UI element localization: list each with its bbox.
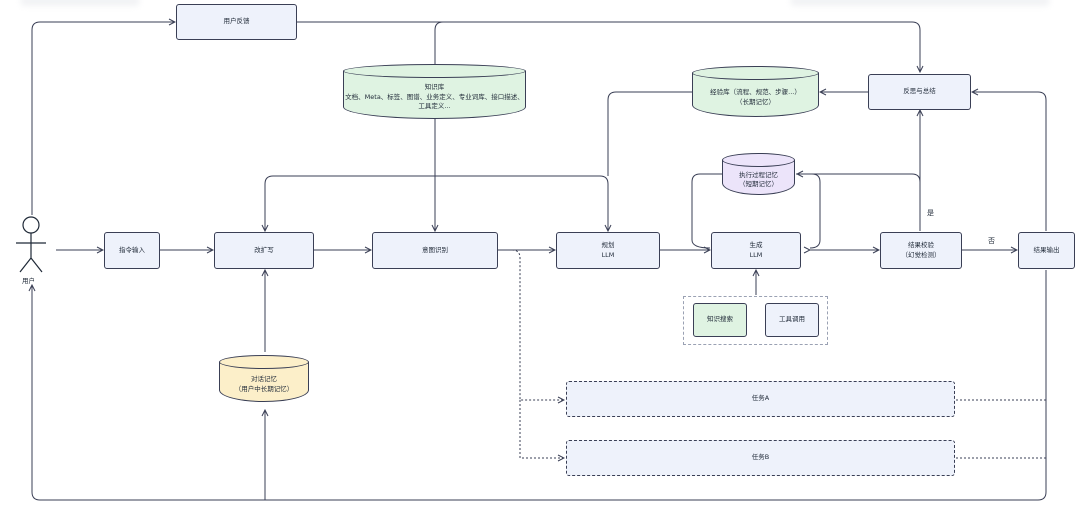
exec-mem-sub: （短期记忆）	[739, 180, 778, 188]
check-title: 结果校验	[908, 241, 934, 250]
generation-llm-node: 生成 LLM	[711, 232, 801, 269]
gen-sub: LLM	[749, 250, 763, 259]
rewrite-label: 改扩写	[254, 245, 274, 254]
blurred-header-right	[790, 0, 1050, 6]
edge-feedback-to-reflect	[296, 21, 920, 72]
gen-title: 生成	[749, 241, 763, 250]
tools-group	[683, 296, 828, 345]
reflect-label: 反思与总结	[903, 87, 936, 96]
tool-call-node: 工具调用	[765, 303, 819, 337]
edge-check-to-mem	[797, 174, 921, 183]
user-feedback-node: 用户反馈	[176, 4, 297, 40]
edge-user-to-feedback	[31, 22, 175, 215]
task-b-label: 任务B	[751, 453, 770, 462]
exec-mem-title: 执行过程记忆	[739, 170, 778, 179]
exec-memory-node: 执行过程记忆 （短期记忆）	[722, 153, 795, 195]
task-a-node: 任务A	[566, 381, 955, 417]
rewrite-node: 改扩写	[214, 232, 314, 269]
edge-mem-gen-left	[691, 174, 722, 249]
actor-label: 用户	[22, 277, 35, 285]
edge-intent-to-taskB	[519, 400, 564, 458]
knowledge-search-node: 知识搜索	[693, 303, 747, 337]
tool-label: 工具调用	[779, 315, 805, 324]
intent-label: 意图识别	[422, 245, 448, 254]
dialog-sub: （用户中长期记忆）	[234, 384, 294, 393]
planning-llm-node: 规划 LLM	[556, 232, 660, 269]
intent-recognition-node: 意图识别	[372, 232, 498, 269]
kb-desc-2: 工具定义...	[418, 102, 451, 111]
edge-label-no: 否	[988, 237, 995, 245]
task-b-node: 任务B	[566, 440, 955, 476]
knowledge-base-node: 知识库 文档、Meta、标签、图谱、业务定义、专业词库、接口描述、 工具定义..…	[343, 64, 526, 119]
edge-output-to-user	[32, 270, 1047, 501]
search-label: 知识搜索	[707, 315, 733, 324]
output-label: 结果输出	[1033, 245, 1060, 254]
edge-output-to-reflect	[972, 92, 1047, 231]
exp-title: 经验库（流程、规范、步骤...）	[710, 88, 801, 97]
edge-kb-top	[434, 21, 444, 64]
edge-intent-to-taskA	[511, 249, 564, 400]
user-actor-icon	[16, 216, 46, 273]
result-check-node: 结果校验 （幻觉检测）	[880, 232, 962, 269]
result-output-node: 结果输出	[1018, 232, 1075, 269]
user-feedback-label: 用户反馈	[223, 17, 250, 26]
reflect-summary-node: 反思与总结	[868, 74, 971, 110]
experience-base-node: 经验库（流程、规范、步骤...） （长期记忆）	[692, 66, 819, 117]
edge-label-yes: 是	[927, 209, 934, 217]
check-sub: （幻觉检测）	[901, 250, 941, 259]
kb-desc-1: 文档、Meta、标签、图谱、业务定义、专业词库、接口描述、	[345, 92, 524, 101]
plan-sub: LLM	[601, 250, 615, 259]
edge-kb-to-plan	[435, 175, 608, 231]
task-a-label: 任务A	[751, 394, 770, 403]
blurred-header-left	[20, 0, 140, 6]
dialog-memory-node: 对话记忆 （用户中长期记忆）	[219, 355, 309, 402]
instruction-input-node: 指令输入	[104, 232, 160, 269]
edge-exp-to-plan	[607, 91, 692, 176]
kb-title: 知识库	[424, 83, 445, 92]
edge-kb-to-rewrite	[265, 175, 435, 231]
plan-title: 规划	[601, 241, 615, 250]
exp-sub: （长期记忆）	[735, 97, 775, 106]
dialog-title: 对话记忆	[251, 375, 277, 384]
input-label: 指令输入	[119, 245, 145, 254]
